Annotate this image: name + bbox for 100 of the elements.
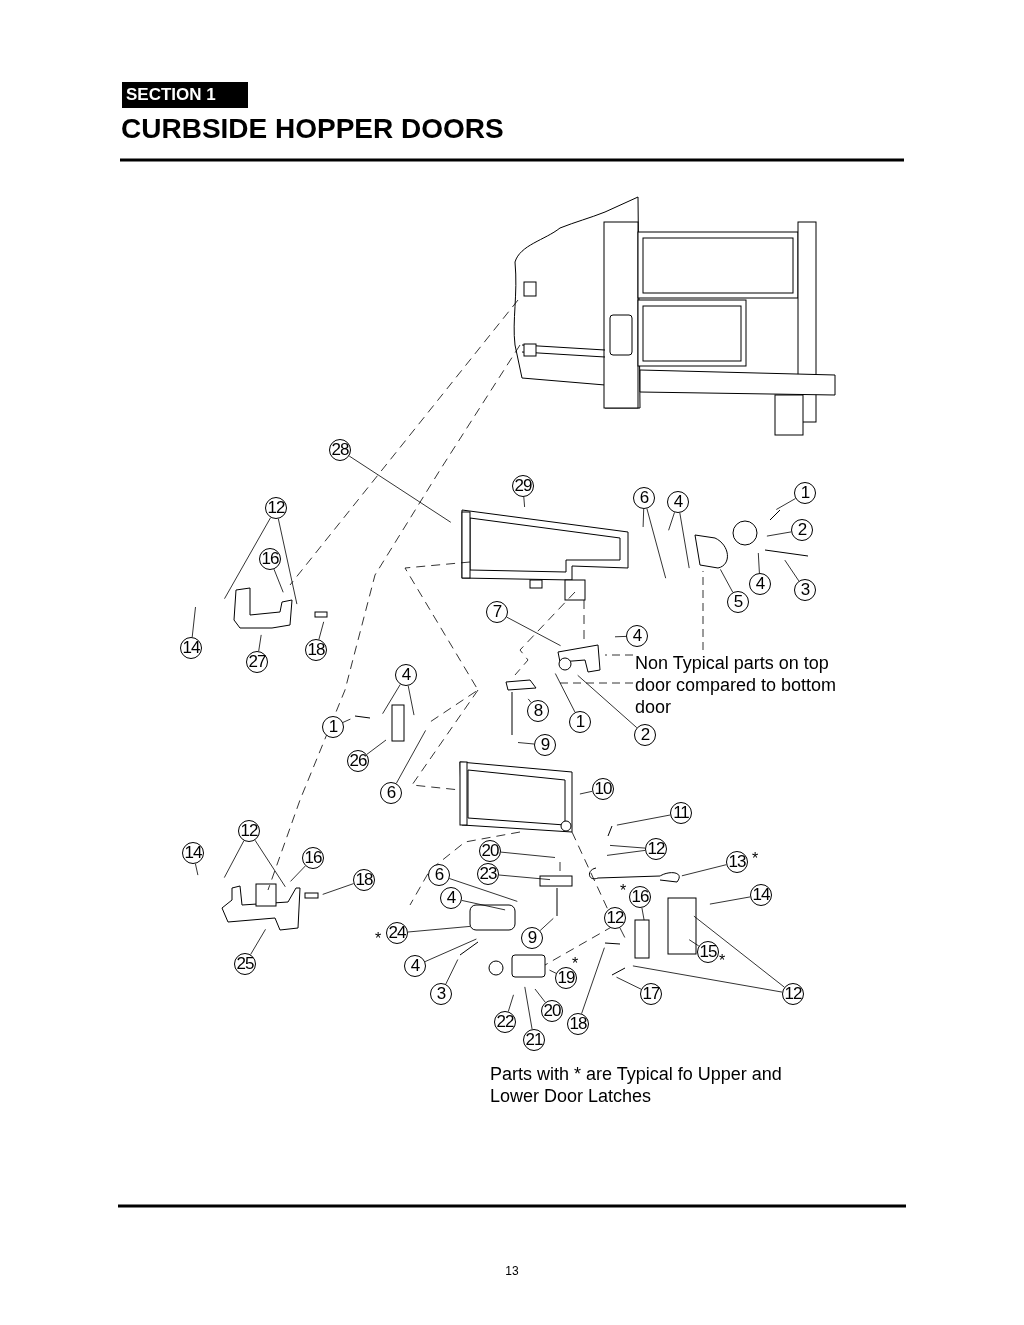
leader-line [348, 455, 452, 523]
title: CURBSIDE HOPPER DOORS [121, 113, 504, 145]
callout-number: 27 [246, 651, 268, 673]
callout-number: 4 [749, 573, 771, 595]
callout-number: 20 [541, 1000, 563, 1022]
leader-line [523, 496, 525, 508]
callout-number: 23 [477, 863, 499, 885]
leader-line [290, 865, 306, 882]
leader-line [604, 654, 634, 656]
leader-line [709, 896, 751, 905]
leader-line [549, 969, 557, 974]
callout-number: 9 [521, 927, 543, 949]
callout-number: 18 [353, 869, 375, 891]
leader-line [720, 569, 734, 593]
callout-number: 4 [440, 887, 462, 909]
leader-line [616, 976, 642, 990]
leader-line [766, 531, 792, 537]
leader-line [445, 959, 459, 985]
callout-number: 4 [404, 955, 426, 977]
leader-line [407, 926, 471, 933]
leader-line [534, 988, 546, 1003]
leader-line [616, 814, 671, 826]
callout-number: 9 [534, 734, 556, 756]
callout-number: 1 [794, 482, 816, 504]
leader-line [619, 927, 626, 938]
callout-number: 14 [182, 842, 204, 864]
leader-line [498, 874, 551, 880]
callout-number: 13 [726, 851, 748, 873]
leader-line [258, 634, 262, 652]
leader-line [382, 684, 401, 715]
callout-number: 12 [645, 838, 667, 860]
leader-line [646, 508, 667, 579]
leader-line [681, 864, 727, 877]
callout-number: 6 [380, 782, 402, 804]
callout-number: 3 [794, 579, 816, 601]
leader-line [342, 718, 351, 723]
footnote-text: Parts with * are Typical fo Upper and Lower Door Latches [490, 1063, 783, 1107]
callout-number: 14 [750, 884, 772, 906]
leader-line [277, 518, 298, 605]
leader-line [757, 552, 760, 574]
callout-number: 1 [322, 716, 344, 738]
leader-line [318, 621, 325, 640]
callout-number: 15 [697, 941, 719, 963]
leader-line [688, 939, 700, 947]
leader-line [668, 512, 675, 531]
footnote-mark: * [375, 930, 382, 948]
leader-line [224, 517, 271, 600]
callout-number: 4 [626, 625, 648, 647]
leader-line [322, 883, 354, 895]
callout-number: 17 [640, 983, 662, 1005]
callout-number: 6 [633, 487, 655, 509]
callout-number: 29 [512, 475, 534, 497]
leader-line [191, 606, 196, 638]
callout-number: 19 [555, 967, 577, 989]
leader-line [641, 907, 645, 921]
leader-line [539, 918, 554, 931]
leader-line [577, 674, 638, 729]
leader-line [407, 685, 415, 716]
leader-line [614, 636, 627, 638]
leader-line [250, 928, 266, 955]
callout-number: 1 [569, 711, 591, 733]
callout-number: 6 [428, 864, 450, 886]
leader-line [702, 570, 704, 651]
callout-number: 18 [567, 1013, 589, 1035]
callout-number: 28 [329, 439, 351, 461]
leader-line [506, 616, 561, 647]
leader-line [679, 512, 690, 569]
leader-line [554, 673, 576, 713]
callout-number: 22 [494, 1011, 516, 1033]
leader-line [449, 878, 518, 902]
callout-number: 12 [265, 497, 287, 519]
callout-number: 16 [302, 847, 324, 869]
callout-number: 25 [234, 953, 256, 975]
callout-number: 16 [629, 886, 651, 908]
section-label: SECTION 1 [122, 82, 248, 108]
leader-line [395, 730, 426, 784]
leader-line [254, 839, 286, 888]
leader-line [366, 739, 387, 755]
callout-number: 7 [486, 601, 508, 623]
callout-number: 12 [238, 820, 260, 842]
leader-line [579, 790, 593, 795]
callout-number: 11 [670, 802, 692, 824]
leader-line [507, 994, 514, 1012]
leader-line [527, 698, 532, 703]
callout-number: 14 [180, 637, 202, 659]
callout-number: 4 [667, 491, 689, 513]
leader-line [775, 498, 796, 510]
leader-line [223, 840, 245, 878]
callout-number: 2 [791, 519, 813, 541]
leader-line [581, 947, 605, 1014]
leader-line [642, 508, 645, 528]
leader-line [784, 559, 800, 582]
callout-number: 5 [727, 591, 749, 613]
note-text: Non Typical parts on top door compared to bottom door [635, 652, 845, 718]
leader-line [195, 863, 199, 876]
leader-line [693, 915, 785, 988]
callout-number: 18 [305, 639, 327, 661]
callout-number: 24 [386, 922, 408, 944]
callout-number: 20 [479, 840, 501, 862]
footnote-mark: * [620, 882, 627, 900]
